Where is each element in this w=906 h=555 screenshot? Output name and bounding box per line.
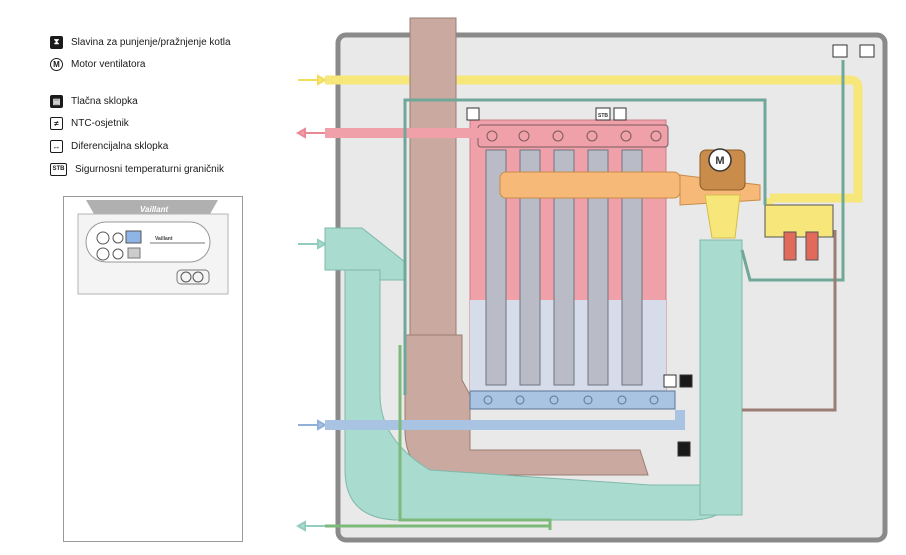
faucet-icon	[677, 441, 691, 457]
flow-manifold	[477, 124, 669, 148]
fan-motor-icon: M	[50, 57, 63, 71]
port-icon	[552, 130, 564, 142]
pressure-sense-line	[403, 98, 767, 395]
pressure-switch-icon	[679, 374, 693, 388]
legend-label: NTC-osjetnik	[71, 117, 129, 129]
port-icon	[515, 395, 525, 405]
differential-switch-icon: ↔	[50, 139, 63, 153]
exchanger-tube	[485, 149, 507, 386]
heating-flow-arrow-icon	[295, 127, 325, 139]
port-icon	[518, 130, 530, 142]
ntc-sensor-icon	[613, 107, 627, 121]
gas-valve-coil	[783, 231, 797, 261]
gas-inlet-arrow-icon	[298, 74, 328, 86]
flue-pipe	[409, 17, 457, 354]
flue-sense-line	[742, 230, 837, 412]
burner	[499, 171, 681, 199]
legend-item-faucet: ⧗ Slavina za punjenje/pražnjenje kotla	[50, 34, 231, 50]
legend-item-pressure-switch: ▤ Tlačna sklopka	[50, 93, 138, 109]
port-icon	[617, 395, 627, 405]
exchanger-tubes	[485, 149, 643, 386]
gas-pipe	[325, 75, 863, 203]
gas-valve	[764, 204, 834, 238]
port-icon	[650, 130, 662, 142]
differential-switch-icon	[859, 44, 875, 58]
legend-label: Sigurnosni temperaturni graničnik	[75, 163, 224, 175]
gas-venturi	[704, 194, 741, 239]
port-icon	[549, 395, 559, 405]
sensor-markers: STB	[466, 44, 875, 457]
legend-label: Motor ventilatora	[71, 58, 146, 70]
legend-label: Tlačna sklopka	[71, 95, 138, 107]
connection-arrows	[295, 74, 328, 532]
exchanger-tube	[519, 149, 541, 386]
fan-motor-label: M	[715, 155, 724, 167]
air-riser	[699, 239, 743, 516]
port-icon	[486, 130, 498, 142]
differential-switch-icon	[832, 44, 848, 58]
stb-marker-label: STB	[598, 113, 608, 119]
stb-icon: STB	[50, 162, 67, 176]
exchanger-tube	[587, 149, 609, 386]
pressure-switch-icon: ▤	[50, 94, 63, 108]
port-icon	[620, 130, 632, 142]
fan-motor-icon	[708, 148, 732, 172]
exchanger-tube	[553, 149, 575, 386]
gas-valve-coil	[805, 231, 819, 261]
pressure-sense-line	[740, 60, 845, 282]
return-manifold	[469, 390, 676, 410]
ntc-sensor-icon: ≠	[50, 116, 63, 130]
legend-item-stb: STB Sigurnosni temperaturni graničnik	[50, 161, 224, 177]
air-intake-duct	[324, 227, 406, 281]
exchanger-tube	[621, 149, 643, 386]
ntc-sensor-icon	[663, 374, 677, 388]
return-ports	[483, 395, 659, 405]
legend: ⧗ Slavina za punjenje/pražnjenje kotla M…	[0, 0, 300, 200]
port-icon	[483, 395, 493, 405]
faucet-icon: ⧗	[50, 35, 63, 49]
condensate-arrow-icon	[295, 520, 325, 532]
legend-label: Slavina za punjenje/pražnjenje kotla	[71, 36, 231, 48]
legend-item-differential: ↔ Diferencijalna sklopka	[50, 138, 168, 154]
port-icon	[583, 395, 593, 405]
heating-return-pipe	[325, 410, 685, 430]
heating-return-arrow-icon	[298, 419, 328, 431]
ntc-sensor-icon	[466, 107, 480, 121]
air-inlet-arrow-icon	[298, 238, 328, 250]
legend-item-fan-motor: M Motor ventilatora	[50, 56, 145, 72]
legend-label: Diferencijalna sklopka	[71, 140, 169, 152]
stb-icon	[595, 107, 611, 121]
brand-logo: Vaillant	[140, 205, 169, 214]
port-icon	[586, 130, 598, 142]
manifold-ports	[486, 130, 662, 142]
port-icon	[649, 395, 659, 405]
legend-item-ntc: ≠ NTC-osjetnik	[50, 115, 129, 131]
